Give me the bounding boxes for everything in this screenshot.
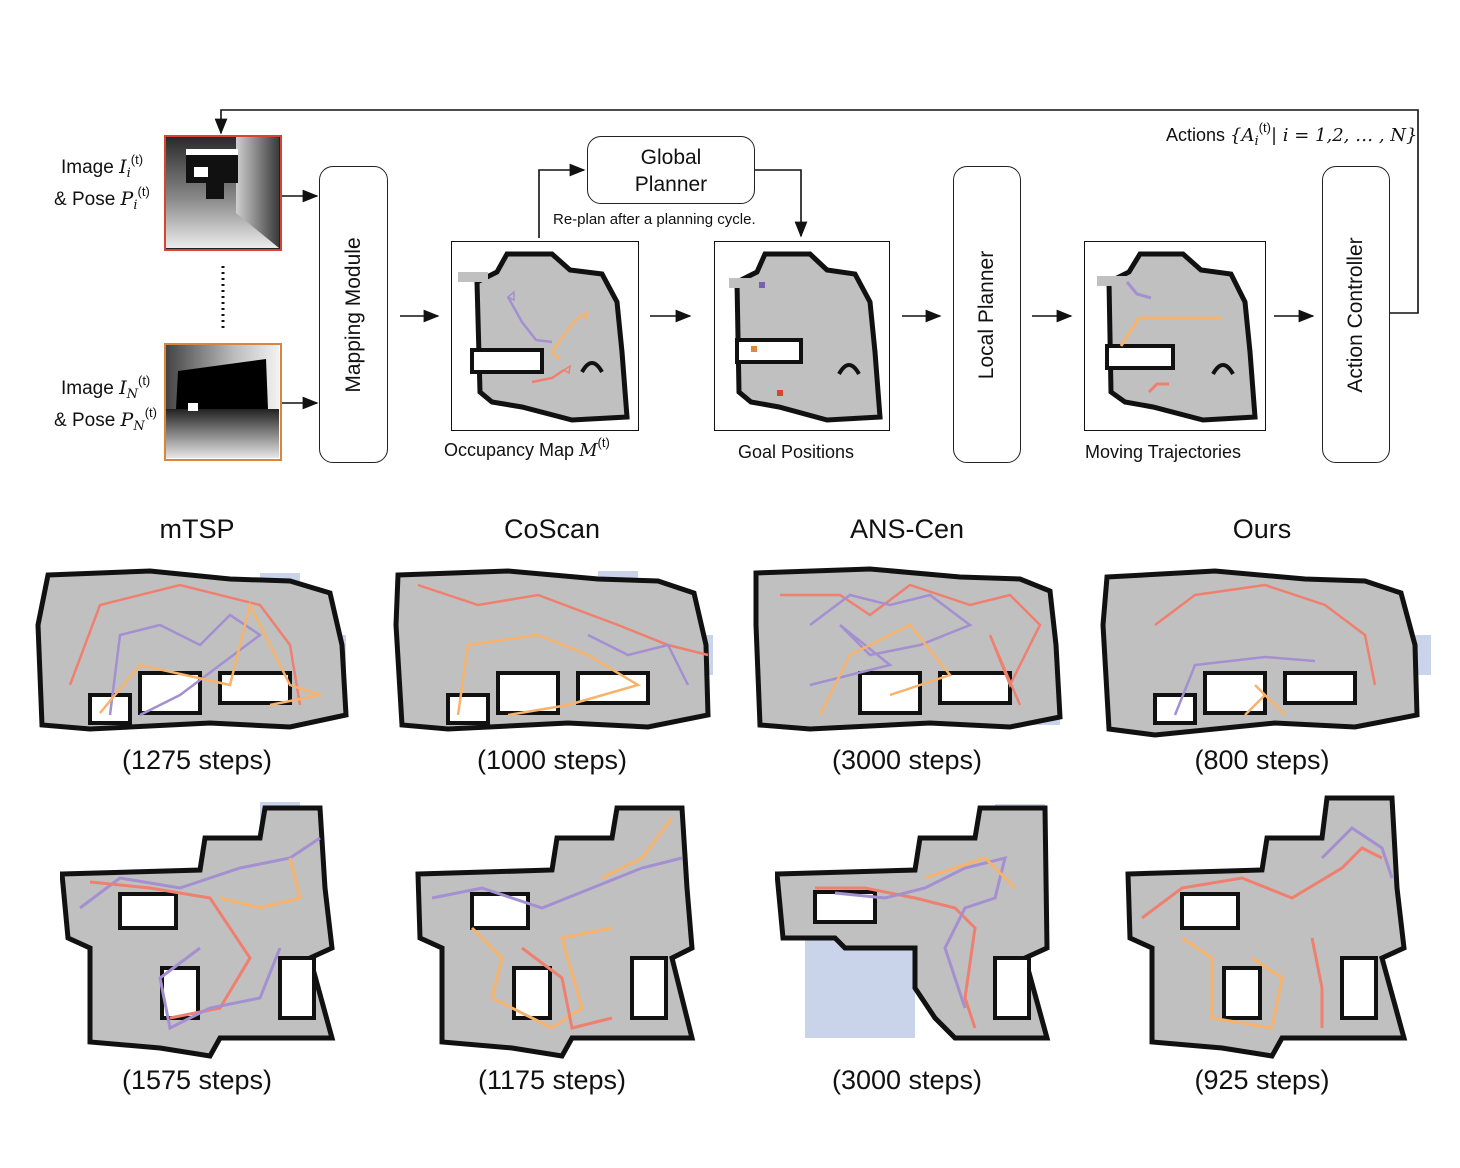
row1-steps-mtsp: (1275 steps) [121,745,273,775]
depth-image-bottom-graphic [166,345,279,458]
actions-superscript: (t) [1258,120,1271,135]
pose-subscript: N [133,419,145,434]
input-image-bottom [164,343,282,461]
pose-word: & Pose [54,189,116,210]
row2-map-ours [1125,795,1408,1059]
global-planner-line1: Global [640,146,702,169]
image-subscript: i [126,166,131,181]
input-label-bottom-image: Image IN(t) [61,373,150,402]
pose-subscript: i [133,198,138,213]
depth-image-top-graphic [166,137,279,248]
pose-superscript: (t) [137,184,150,199]
image-word: Image [61,157,114,178]
replan-note: Re-plan after a planning cycle. [553,211,756,228]
actions-set-open: {A [1230,125,1255,146]
input-label-top-image: Image Ii(t) [61,152,143,181]
pose-word: & Pose [54,410,116,431]
arrow-map-to-global [538,163,586,238]
pose-symbol: P [120,188,134,210]
image-superscript: (t) [137,373,151,388]
row1-map-coscan [393,568,713,732]
occupancy-symbol: M [579,440,598,461]
row2-steps-mtsp: (1575 steps) [121,1065,273,1095]
row2-map-mtsp [60,802,336,1059]
moving-trajectories-graphic [1097,251,1258,423]
row2-steps-ans-cen: (3000 steps) [831,1065,983,1095]
pipeline-connectors [214,109,1419,410]
method-title-coscan: CoScan [503,514,601,544]
method-title-ans-cen: ANS-Cen [849,514,965,544]
occupancy-map-panel [451,241,639,431]
moving-trajectories-panel [1084,241,1266,431]
input-label-bottom-pose: & Pose PN(t) [54,405,157,434]
actions-word: Actions [1166,125,1226,145]
row2-map-coscan [415,805,696,1059]
goal-caption: Goal Positions [738,442,855,462]
method-title-mtsp: mTSP [159,514,235,544]
image-superscript: (t) [130,152,144,167]
action-controller-box: Action Controller [1322,166,1390,463]
occupancy-superscript: (t) [597,435,610,450]
actions-set-rest: | i = 1,2, … , N} [1270,125,1418,146]
actions-subscript: i [1254,134,1259,149]
pose-symbol: P [120,409,134,431]
row1-steps-ours: (800 steps) [1194,745,1330,775]
actions-label: Actions {Ai(t)| i = 1,2, … , N} [1166,120,1418,149]
goal-positions-panel [714,241,890,431]
row2-map-ans-cen [775,804,1051,1041]
row1-steps-coscan: (1000 steps) [476,745,628,775]
feedback-loop-arrow [214,109,1419,314]
image-word: Image [61,378,114,399]
occupancy-map-graphic [458,251,630,423]
arrow-global-to-goals [755,169,808,238]
trajectories-caption: Moving Trajectories [1085,442,1242,462]
row1-steps-ans-cen: (3000 steps) [831,745,983,775]
local-planner-box: Local Planner [953,166,1021,463]
action-controller-label: Action Controller [1344,236,1367,393]
row1-map-ans-cen [753,566,1063,732]
input-image-top [164,135,282,251]
row1-map-ours [1100,568,1431,738]
goal-positions-graphic [729,251,883,423]
mapping-module-label: Mapping Module [341,236,365,393]
image-symbol: I [119,377,127,399]
occupancy-caption: Occupancy Map M(t) [444,435,610,461]
mapping-module-box: Mapping Module [319,166,388,463]
global-planner-line2: Planner [634,173,708,196]
global-planner-box: Global Planner [587,136,755,204]
row2-steps-ours: (925 steps) [1194,1065,1330,1095]
image-subscript: N [126,387,138,402]
method-title-ours: Ours [1232,514,1292,544]
occupancy-caption-text: Occupancy Map [444,440,575,460]
image-symbol: I [119,156,127,178]
local-planner-label: Local Planner [975,250,998,379]
row2-steps-coscan: (1175 steps) [477,1065,627,1095]
input-label-top-pose: & Pose Pi(t) [54,184,150,213]
pose-superscript: (t) [144,405,157,420]
row1-map-mtsp [35,568,349,732]
